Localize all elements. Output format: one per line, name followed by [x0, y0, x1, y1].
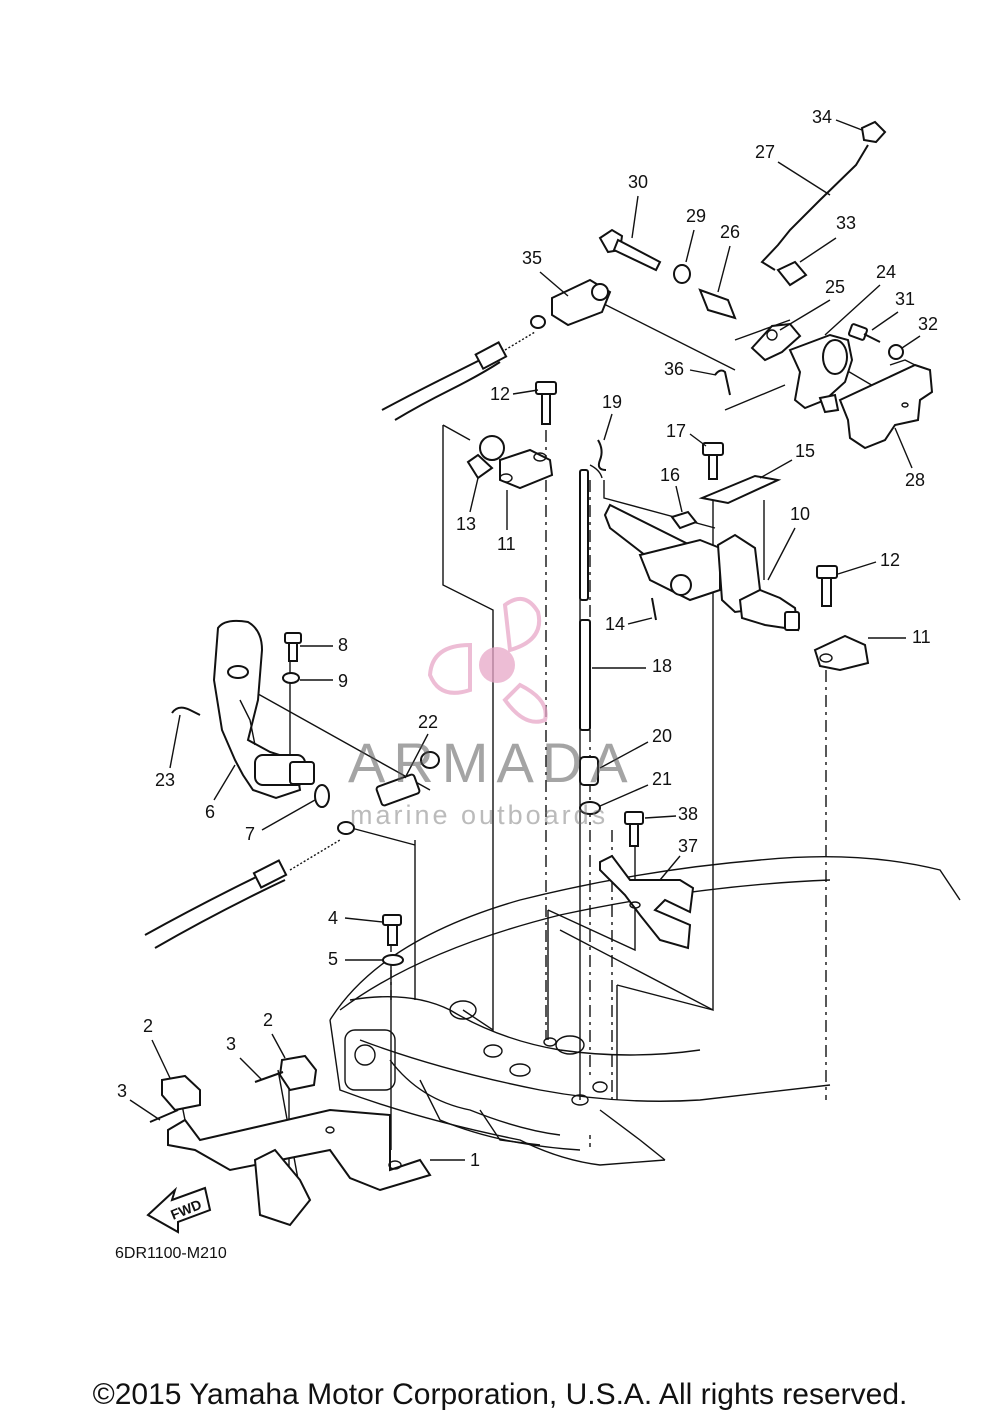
callout-38: 38: [678, 804, 698, 824]
callout-17: 17: [666, 421, 686, 441]
watermark-title: ARMADA: [348, 731, 636, 794]
callout-34: 34: [812, 107, 832, 127]
lever-25: [750, 322, 802, 362]
cap-34: [860, 120, 887, 144]
copyright-notice: ©2015 Yamaha Motor Corporation, U.S.A. A…: [92, 1378, 908, 1411]
callout-11a: 11: [497, 534, 516, 554]
callout-18: 18: [652, 656, 672, 676]
bracket-28: [838, 359, 934, 450]
rod-27: [760, 144, 869, 271]
pin-3-right: [254, 1071, 284, 1083]
callout-labels: 1 2 2 3 3 4 5 6 7 8 9 10 11 11 12 12 13 …: [117, 107, 938, 1170]
joint-33: [776, 260, 808, 287]
callout-37: 37: [678, 836, 698, 856]
clip-36: [714, 369, 731, 396]
clip-19: [597, 439, 607, 471]
callout-28: 28: [905, 470, 925, 490]
pin-3-left: [149, 1109, 179, 1123]
clip-16: [670, 510, 698, 530]
callout-30: 30: [628, 172, 648, 192]
callout-5: 5: [328, 949, 338, 969]
bolt-12-left: [535, 381, 557, 425]
callout-19: 19: [602, 392, 622, 412]
callout-14: 14: [605, 614, 625, 634]
callout-6: 6: [205, 802, 215, 822]
callout-25: 25: [825, 277, 845, 297]
callout-12a: 12: [490, 384, 510, 404]
callout-16: 16: [660, 465, 680, 485]
throttle-lever: [212, 619, 315, 800]
bolt-30: [598, 228, 662, 272]
callout-7: 7: [245, 824, 255, 844]
callout-10: 10: [790, 504, 810, 524]
o-ring: [314, 784, 330, 808]
bracket-37: [599, 854, 695, 950]
watermark-propeller-logo: [427, 596, 548, 724]
joint-35: [551, 278, 612, 327]
diagram-code: 6DR1100-M210: [115, 1245, 227, 1262]
callout-24: 24: [876, 262, 896, 282]
collar-26: [698, 288, 737, 320]
callout-13: 13: [456, 514, 476, 534]
shift-rod: [579, 464, 603, 731]
callout-33: 33: [836, 213, 856, 233]
bracket-1: [167, 1108, 432, 1227]
callout-32: 32: [918, 314, 938, 334]
washer-21: [579, 801, 601, 815]
shift-shaft-assembly: [603, 503, 800, 632]
callout-26: 26: [720, 222, 740, 242]
callout-3a: 3: [226, 1034, 236, 1054]
callout-2a: 2: [143, 1016, 153, 1036]
clamp-2-right: [278, 1054, 318, 1092]
callout-12b: 12: [880, 550, 900, 570]
washer-5: [382, 954, 404, 966]
pin-14: [651, 597, 657, 621]
watermark-subtitle: marine outboards: [350, 800, 609, 830]
bolt-8: [284, 632, 302, 662]
washer-9: [282, 672, 300, 684]
callout-11b: 11: [912, 627, 931, 647]
callout-35: 35: [522, 248, 542, 268]
clip-23: [171, 706, 201, 716]
washer-29: [673, 264, 691, 284]
callout-15: 15: [795, 441, 815, 461]
callout-20: 20: [652, 726, 672, 746]
clamp-2-left: [161, 1074, 201, 1112]
forward-direction-arrow: [146, 1186, 212, 1234]
lever-11-left: [499, 448, 554, 490]
callout-4: 4: [328, 908, 338, 928]
shift-cable-lower: [144, 821, 355, 949]
callout-2b: 2: [263, 1010, 273, 1030]
clip-13: [466, 435, 505, 480]
callout-3b: 3: [117, 1081, 127, 1101]
arm-24: [788, 333, 854, 414]
bolt-4: [382, 914, 402, 946]
callout-8: 8: [338, 635, 348, 655]
callout-21: 21: [652, 769, 672, 789]
bottom-cowling: [329, 855, 961, 1166]
bolt-31: [847, 323, 881, 343]
callout-1: 1: [470, 1150, 480, 1170]
lever-11-right: [813, 634, 870, 672]
callout-31: 31: [895, 289, 915, 309]
callout-9: 9: [338, 671, 348, 691]
bolt-12-right: [816, 565, 838, 607]
callout-27: 27: [755, 142, 775, 162]
callout-23: 23: [155, 770, 175, 790]
bolt-38: [624, 811, 644, 847]
bolt-17: [702, 442, 724, 480]
plate-15: [698, 474, 782, 505]
callout-36: 36: [664, 359, 684, 379]
callout-29: 29: [686, 206, 706, 226]
washer-32: [888, 344, 904, 360]
callout-22: 22: [418, 712, 438, 732]
link-rod-end: [375, 751, 440, 807]
throttle-cable-upper: [381, 315, 546, 421]
collar-20: [579, 756, 599, 786]
